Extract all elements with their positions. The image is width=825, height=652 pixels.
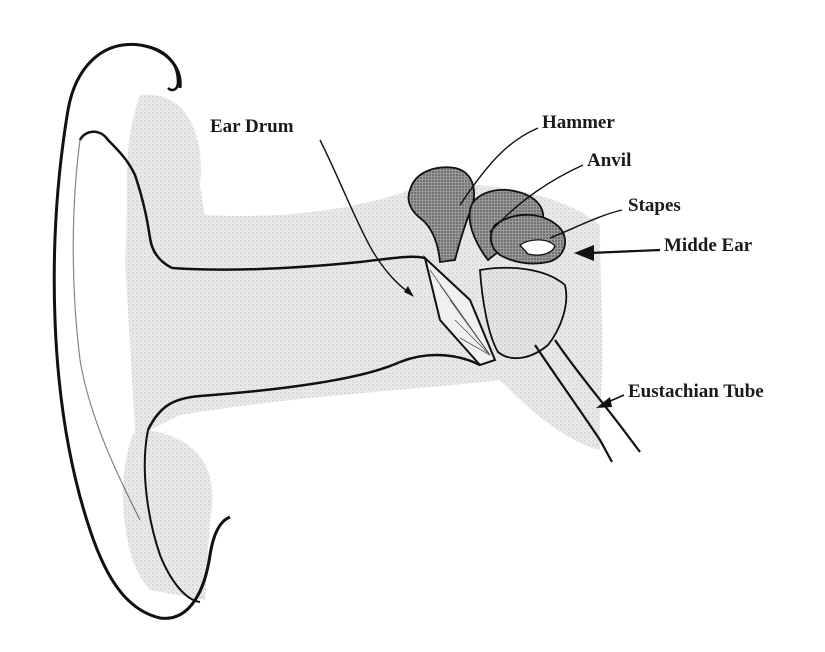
label-middle-ear: Midde Ear bbox=[664, 236, 752, 255]
stapes-bone bbox=[491, 215, 565, 264]
label-eustachian-tube: Eustachian Tube bbox=[628, 382, 764, 401]
label-anvil: Anvil bbox=[587, 151, 631, 170]
label-stapes: Stapes bbox=[628, 196, 681, 215]
arrow-middle-ear bbox=[590, 250, 660, 253]
pinna-top-curl bbox=[140, 45, 178, 90]
label-hammer: Hammer bbox=[542, 113, 615, 132]
label-ear-drum: Ear Drum bbox=[210, 117, 294, 136]
